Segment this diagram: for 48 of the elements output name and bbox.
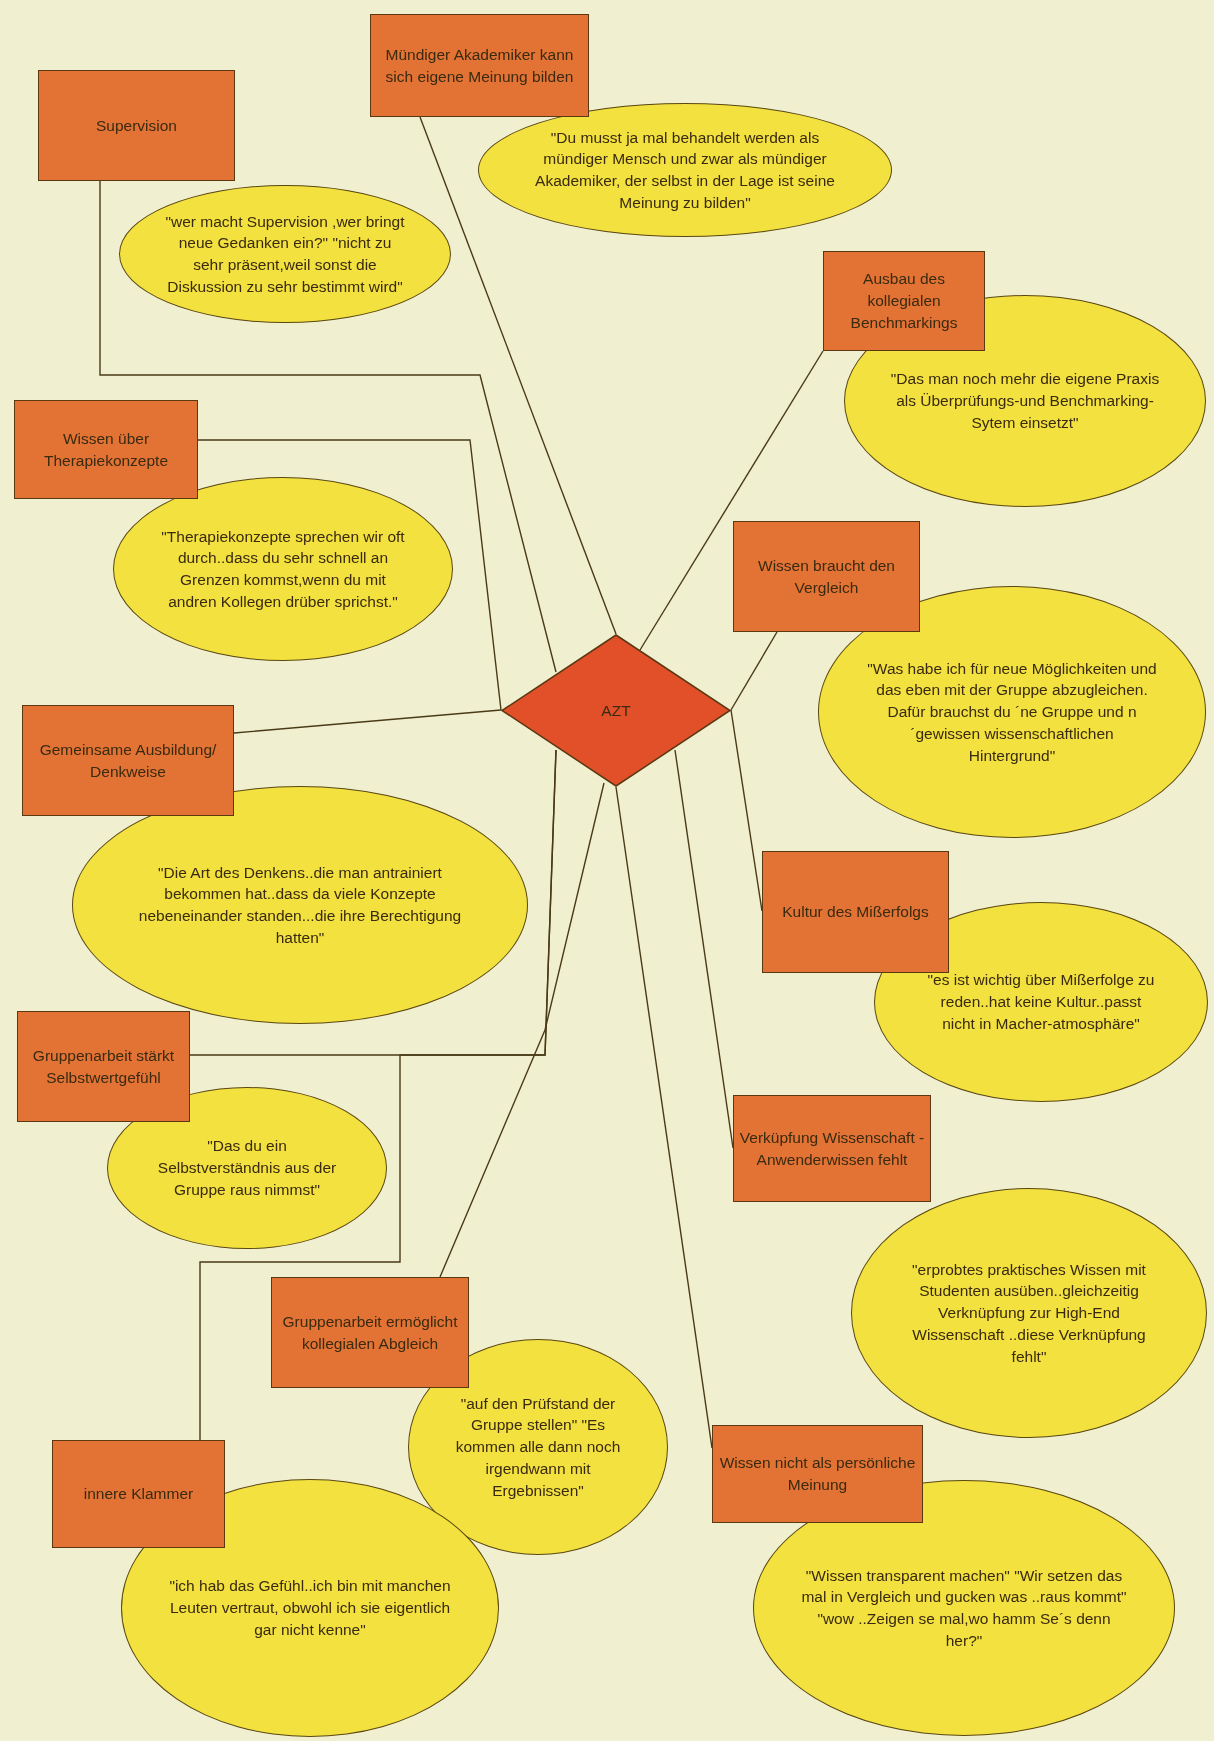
quote-text: "ich hab das Gefühl..ich bin mit manchen Leuten vertraut, obwohl ich sie eigentlich gar nicht kenne" — [168, 1576, 452, 1640]
concept-box — [733, 521, 920, 632]
concept-box — [52, 1440, 225, 1548]
quote-text: "Das du ein Selbstverständnis aus der Gruppe raus nimmst" — [156, 1136, 338, 1200]
quote-text: "Du musst ja mal behandelt werden als mündiger Mensch und zwar als mündiger Akademiker, der selbst in der Lage ist seine Meinung zu bilden" — [535, 127, 835, 213]
connector-line — [730, 709, 763, 912]
connector-line — [639, 350, 824, 651]
connector-line — [730, 631, 778, 711]
quote-text: "wer macht Supervision ,wer bringt neue Gedanken ein?" "nicht zu sehr präsent,weil sonst die Diskussion zu sehr bestimmt wird" — [165, 211, 405, 297]
concept-box — [14, 400, 198, 499]
quote-text: "Was habe ich für neue Möglichkeiten und das eben mit der Gruppe abzugleichen. Dafür brauchst du ´ne Gruppe und n´gewissen wissenschaftlichen Hintergrund" — [867, 658, 1157, 766]
concept-label: Wissen braucht den Vergleich — [757, 555, 896, 598]
quote-text: "erprobtes praktisches Wissen mit Studenten ausüben..gleichzeitig Verknüpfung zur High-End Wissenschaft ..diese Verknüpfung fehlt" — [911, 1259, 1147, 1367]
concept-label: Verküpfung Wissenschaft - Anwenderwissen fehlt — [739, 1127, 925, 1170]
concept-box — [762, 851, 949, 973]
connector-line — [674, 749, 734, 1149]
concept-label: Mündiger Akademiker kann sich eigene Meinung bilden — [384, 44, 575, 87]
concept-label: Ausbau des kollegialen Benchmarkings — [849, 269, 959, 333]
connector-line — [99, 180, 557, 673]
concept-label: innere Klammer — [82, 1484, 195, 1505]
quote-text: "Das man noch mehr die eigene Praxis als Überprüfungs-und Benchmarking-Sytem einsetzt" — [890, 369, 1160, 433]
connector-line — [439, 782, 605, 1278]
quote-text: "es ist wichtig über Mißerfolge zu reden..hat keine Kultur..passt nicht in Macher-atmosphäre" — [926, 970, 1156, 1034]
connector-line — [199, 749, 557, 1441]
concept-box — [271, 1277, 469, 1388]
quote-text: "Wissen transparent machen" "Wir setzen das mal in Vergleich und gucken was ..raus kommt" "wow ..Zeigen se mal,wo hamm Se´s denn her?" — [800, 1565, 1128, 1651]
concept-box — [823, 251, 985, 351]
quote-text: "auf den Prüfstand der Gruppe stellen" "Es kommen alle dann noch irgendwann mit Ergebnissen" — [454, 1393, 622, 1501]
quote-text: "Therapiekonzepte sprechen wir oft durch..dass du sehr schnell an Grenzen kommst,wenn du mit andren Kollegen drüber sprichst." — [160, 526, 406, 612]
connector-line — [197, 439, 502, 711]
concept-label: Wissen über Therapiekonzepte — [42, 428, 170, 471]
concept-label: Gruppenarbeit ermöglicht kollegialen Abgleich — [281, 1311, 459, 1354]
concept-label: AZT — [600, 700, 632, 721]
quote-text: "Die Art des Denkens..die man antrainiert bekommen hat..dass da viele Konzepte nebeneinander standen...die ihre Berechtigung hatten" — [137, 862, 463, 948]
concept-box — [38, 70, 235, 181]
concept-label: Gruppenarbeit stärkt Selbstwertgefühl — [31, 1045, 176, 1088]
concept-box — [17, 1011, 190, 1122]
concept-label: Supervision — [95, 115, 178, 136]
connector-line — [419, 116, 617, 635]
concept-box — [370, 14, 589, 117]
concept-label: Kultur des Mißerfolgs — [781, 902, 930, 923]
concept-box — [22, 705, 234, 816]
concept-box — [733, 1095, 931, 1202]
connector-line — [615, 786, 713, 1449]
concept-box — [712, 1425, 923, 1523]
connector-line — [233, 709, 502, 734]
concept-label: Wissen nicht als persönliche Meinung — [718, 1453, 917, 1495]
concept-label: Gemeinsame Ausbildung/ Denkweise — [38, 739, 218, 782]
